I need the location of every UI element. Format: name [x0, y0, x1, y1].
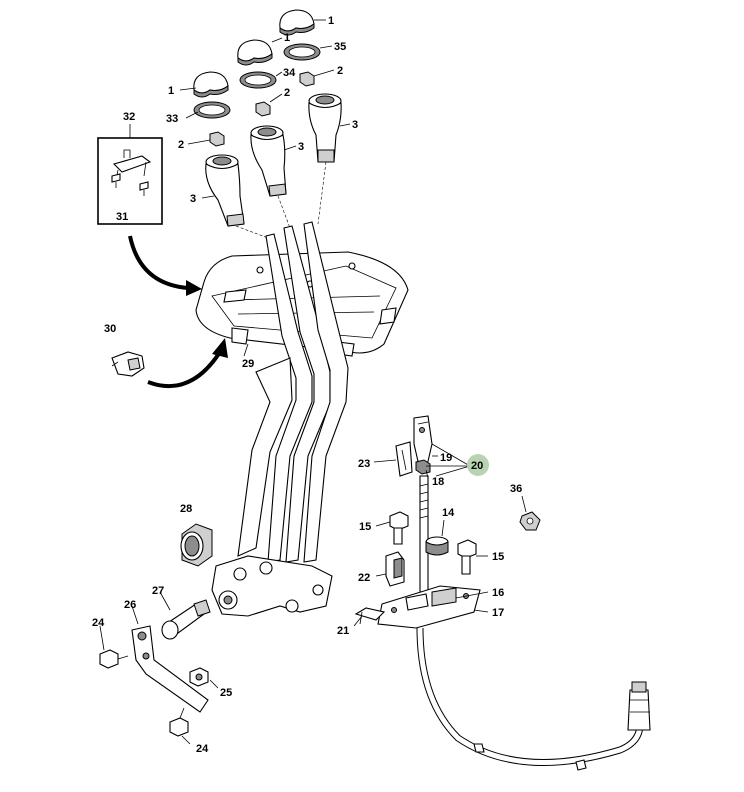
callout-17[interactable]: 17 [492, 607, 504, 619]
knob-part-1-middle[interactable] [237, 39, 273, 66]
callout-19[interactable]: 19 [440, 452, 452, 464]
callout-3-left[interactable]: 3 [190, 193, 196, 205]
nut-part-2-right[interactable] [299, 71, 315, 87]
control-cable[interactable] [416, 627, 651, 771]
callout-33[interactable]: 33 [166, 113, 178, 125]
callout-15-right[interactable]: 15 [492, 551, 504, 563]
callout-14[interactable]: 14 [442, 507, 455, 519]
callout-1-left[interactable]: 1 [168, 85, 174, 97]
callout-labels: 1 1 1 35 34 33 2 2 2 3 3 3 32 31 30 29 2… [92, 15, 522, 755]
lever-arm-assembly[interactable] [211, 221, 349, 617]
arrow-clip-to-panel [147, 338, 228, 389]
callout-25[interactable]: 25 [220, 687, 232, 699]
callout-36[interactable]: 36 [510, 483, 522, 495]
clip-part-30[interactable] [111, 351, 145, 377]
callout-2-middle[interactable]: 2 [284, 87, 290, 99]
bolt-part-24-bottom[interactable] [169, 707, 189, 737]
handle-part-3-left[interactable] [205, 154, 245, 227]
guide-part-22[interactable] [385, 551, 405, 587]
threaded-rod [419, 475, 429, 601]
handle-part-3-middle[interactable] [250, 125, 287, 197]
alignment-line-middle [277, 195, 291, 229]
callout-2-left[interactable]: 2 [178, 139, 184, 151]
callout-35[interactable]: 35 [334, 41, 346, 53]
ring-part-35[interactable] [283, 43, 321, 61]
callout-34[interactable]: 34 [283, 67, 296, 79]
callout-29[interactable]: 29 [242, 358, 254, 370]
knob-part-1-top[interactable] [279, 9, 315, 36]
callout-24-bottom[interactable]: 24 [196, 743, 209, 755]
callout-31[interactable]: 31 [116, 211, 128, 223]
callout-1-top[interactable]: 1 [328, 15, 334, 27]
callout-21[interactable]: 21 [337, 625, 349, 637]
callout-3-middle[interactable]: 3 [298, 141, 304, 153]
bolt-part-24-top[interactable] [99, 649, 129, 669]
ring-part-34[interactable] [239, 71, 277, 89]
boot-part-14[interactable] [425, 536, 449, 556]
bearing-part-28[interactable] [180, 523, 213, 567]
nut-part-25[interactable] [189, 667, 209, 687]
gasket-part-16[interactable] [431, 587, 457, 607]
callout-24-top[interactable]: 24 [92, 617, 105, 629]
arrow-inset-to-panel [128, 235, 202, 296]
pedal-lever-part-26[interactable] [131, 625, 209, 713]
callout-16[interactable]: 16 [492, 587, 504, 599]
knob-part-1-left[interactable] [193, 71, 229, 98]
callout-15-left[interactable]: 15 [359, 521, 371, 533]
bolt-part-15-left[interactable] [389, 511, 409, 545]
pin-part-21[interactable] [354, 607, 386, 625]
callout-32[interactable]: 32 [123, 111, 135, 123]
bolt-part-15-right[interactable] [457, 539, 477, 575]
ring-part-33[interactable] [193, 101, 231, 119]
mounting-plate-part-17[interactable] [377, 585, 481, 629]
callout-20-highlight [467, 454, 489, 476]
callout-27[interactable]: 27 [152, 585, 164, 597]
washer-part-36[interactable] [519, 511, 541, 531]
callout-28[interactable]: 28 [180, 503, 192, 515]
callout-2-right[interactable]: 2 [337, 65, 343, 77]
callout-30[interactable]: 30 [104, 323, 116, 335]
nut-part-2-middle[interactable] [255, 101, 271, 117]
nut-part-2-left[interactable] [209, 131, 225, 147]
callout-22[interactable]: 22 [358, 572, 370, 584]
inset-box-part-32 [97, 137, 163, 225]
bracket-part-23[interactable] [395, 441, 413, 477]
shaft-part-27[interactable] [161, 599, 211, 640]
callout-20[interactable]: 20 [471, 460, 483, 472]
handle-part-3-right[interactable] [308, 93, 342, 163]
jam-nut-part-18[interactable] [415, 459, 431, 475]
leader-lines [99, 19, 527, 745]
alignment-line-right [317, 161, 327, 225]
callout-3-right[interactable]: 3 [352, 119, 358, 131]
callout-26[interactable]: 26 [124, 599, 136, 611]
callout-1-middle[interactable]: 1 [284, 32, 290, 44]
alignment-line-left [235, 225, 269, 239]
callout-23[interactable]: 23 [358, 458, 370, 470]
callout-18[interactable]: 18 [432, 476, 444, 488]
